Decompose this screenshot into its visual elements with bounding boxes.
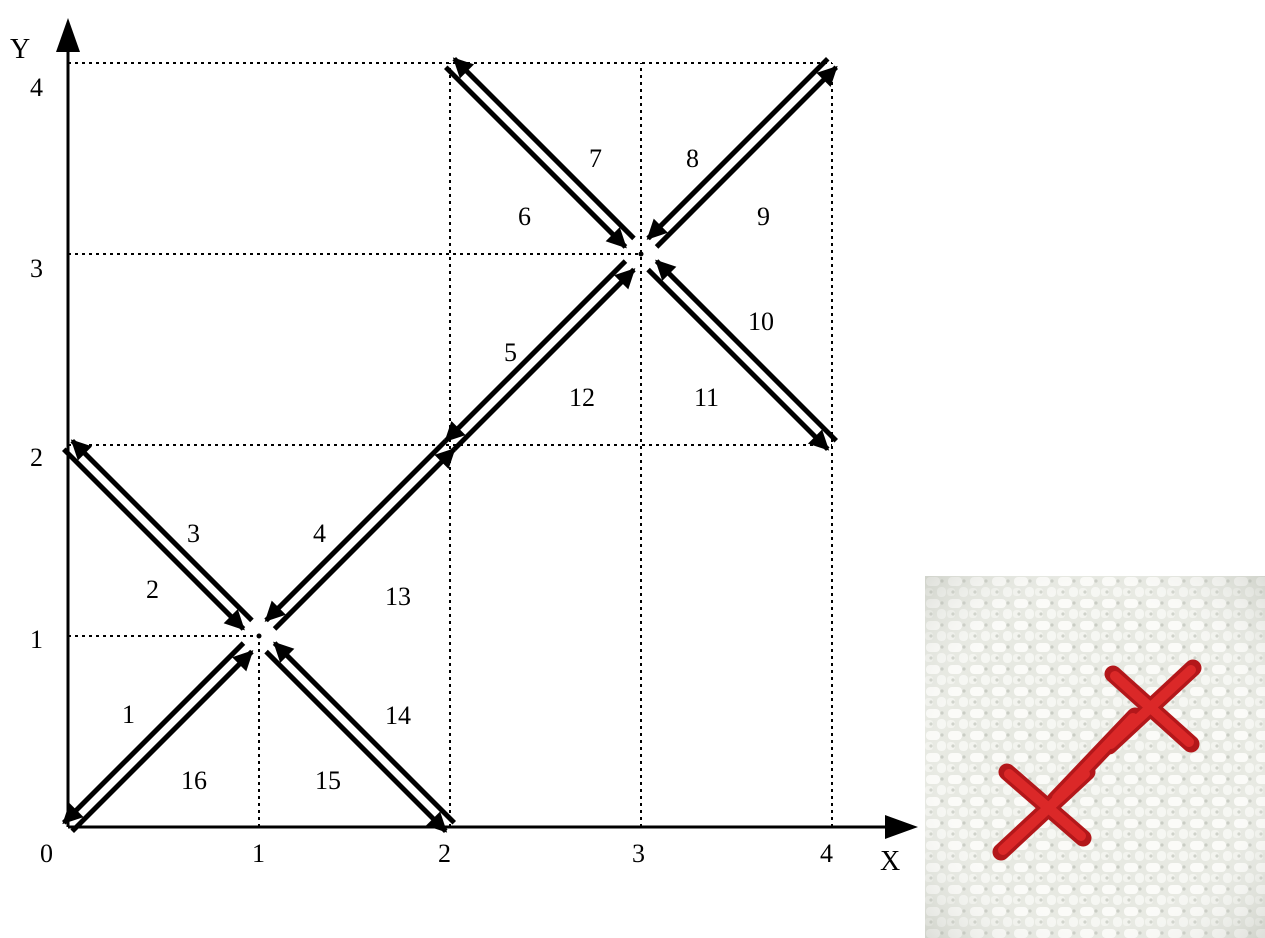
stitch-number: 12	[569, 383, 595, 412]
x-tick-label: 1	[252, 839, 265, 868]
stitch-arrow-11	[654, 259, 839, 443]
stitch-arrow-8	[654, 65, 839, 249]
y-axis	[56, 18, 80, 827]
stitch-arrow-14	[264, 649, 448, 834]
stitch-number: 4	[313, 519, 326, 548]
x-axis-title: X	[880, 846, 900, 877]
y-tick-label: 1	[30, 625, 43, 654]
stitch-arrow-15	[272, 641, 457, 825]
x-axis-arrow-icon	[885, 815, 918, 839]
stitch-number: 7	[589, 144, 602, 173]
stitch-number: 14	[385, 701, 411, 730]
stitch-arrow-7	[443, 65, 628, 249]
stitch-number: 2	[146, 575, 159, 604]
x-tick-label: 3	[632, 839, 645, 868]
y-tick-label: 4	[30, 73, 43, 102]
stitch-number-labels: 1 2 3 4 5 6 7 8 9 10 11 12 13 14 15 16	[122, 144, 774, 795]
stitch-number: 8	[686, 144, 699, 173]
y-tick-label: 3	[30, 254, 43, 283]
origin-label: 0	[40, 839, 53, 868]
x-axis	[68, 815, 918, 839]
stitch-arrow-13	[264, 438, 448, 623]
stitch-arrow-4	[272, 447, 457, 631]
stitch-number: 1	[122, 700, 135, 729]
red-cross-stitch	[992, 659, 1202, 861]
stitch-arrow-9	[646, 56, 830, 241]
needle-hole	[638, 251, 644, 257]
x-tick-label: 4	[820, 839, 833, 868]
stitch-arrows	[61, 56, 839, 834]
x-tick-label: 2	[438, 839, 451, 868]
stitch-number: 6	[518, 202, 531, 231]
needle-hole	[256, 633, 262, 639]
stitch-number: 16	[181, 766, 207, 795]
fabric-image	[925, 576, 1265, 938]
y-axis-title: Y	[10, 34, 30, 65]
cross-stitch-photo	[925, 576, 1265, 938]
stitch-arrow-10	[646, 267, 830, 452]
stitch-number: 3	[187, 519, 200, 548]
grid-lines	[68, 62, 833, 827]
stitch-arrow-12	[443, 259, 628, 443]
stitch-arrow-6	[452, 56, 636, 241]
y-tick-label: 2	[30, 443, 43, 472]
stitch-number: 9	[757, 202, 770, 231]
y-axis-arrow-icon	[56, 18, 80, 52]
stitch-arrow-16	[61, 641, 246, 825]
stitch-arrow-1	[70, 649, 254, 834]
stitch-arrow-2	[70, 438, 254, 623]
stitch-number: 13	[385, 582, 411, 611]
stitch-number: 10	[748, 307, 774, 336]
stitch-number: 15	[315, 766, 341, 795]
stitch-number: 5	[504, 338, 517, 367]
stitch-number: 11	[694, 383, 719, 412]
stitch-arrow-5	[452, 267, 636, 452]
stitch-arrow-3	[61, 447, 246, 631]
